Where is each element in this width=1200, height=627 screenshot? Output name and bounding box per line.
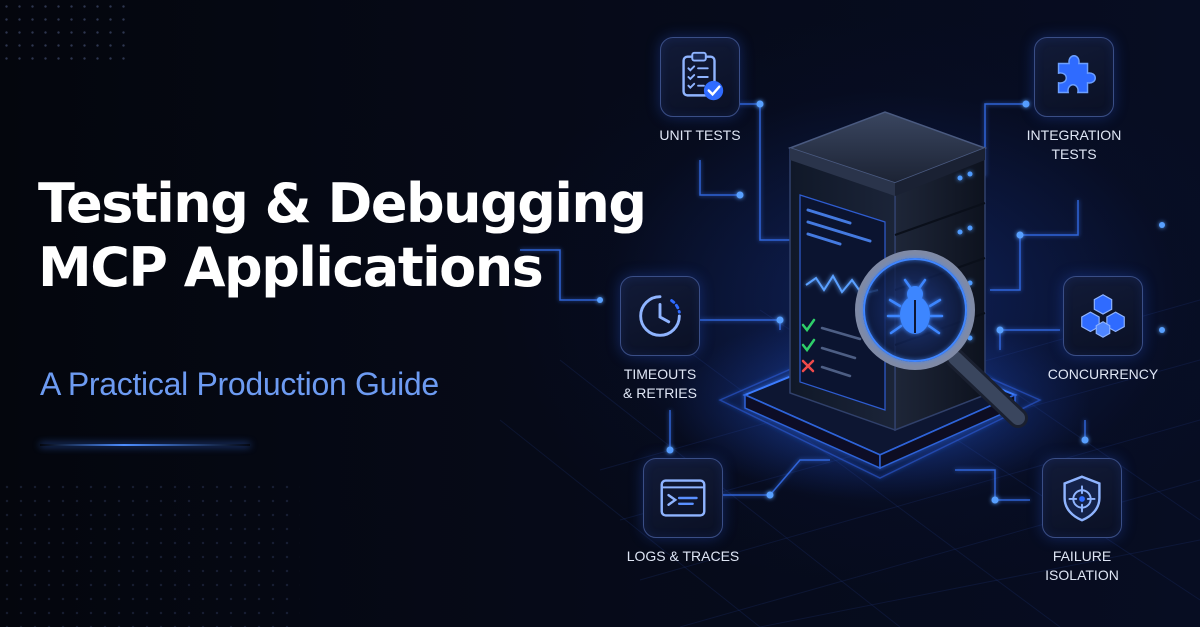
- feature-tile: [1034, 37, 1114, 117]
- title-line-1: Testing & Debugging: [38, 172, 647, 235]
- feature-concurrency: CONCURRENCY: [1033, 276, 1173, 384]
- clipboard-check-icon: [682, 51, 724, 101]
- subtitle: A Practical Production Guide: [40, 366, 439, 402]
- clock-icon: [639, 295, 681, 337]
- feature-logs-traces: LOGS & TRACES: [613, 458, 753, 566]
- feature-tile: [1042, 458, 1122, 538]
- terminal-icon: [660, 479, 706, 517]
- feature-tile: [1063, 276, 1143, 356]
- feature-tile: [643, 458, 723, 538]
- accent-divider: [40, 444, 250, 446]
- feature-label: UNIT TESTS: [659, 127, 741, 143]
- feature-unit-tests: UNIT TESTS: [630, 37, 770, 145]
- circuit-nodes: [597, 100, 1165, 504]
- feature-label: CONCURRENCY: [1047, 366, 1159, 382]
- magnifier-icon: [855, 250, 1028, 428]
- dot-pattern-top-left: [0, 0, 130, 70]
- check-icon: [801, 318, 816, 333]
- puzzle-piece-icon: [1057, 55, 1096, 94]
- feature-tile: [620, 276, 700, 356]
- feature-label: LOGS & TRACES: [626, 548, 740, 564]
- title-line-2: MCP Applications: [38, 236, 544, 299]
- feature-timeouts-retries: TIMEOUTS& RETRIES: [590, 276, 730, 403]
- cubes-icon: [1081, 294, 1125, 338]
- shield-target-icon: [1063, 475, 1101, 522]
- cross-icon: [801, 359, 815, 373]
- feature-label: TIMEOUTS& RETRIES: [623, 366, 697, 401]
- bug-icon: [886, 278, 944, 335]
- page-title: Testing & Debugging MCP Applications: [38, 172, 647, 300]
- dot-pattern-bottom-left: [0, 480, 300, 627]
- feature-tile: [660, 37, 740, 117]
- check-icon: [801, 338, 816, 353]
